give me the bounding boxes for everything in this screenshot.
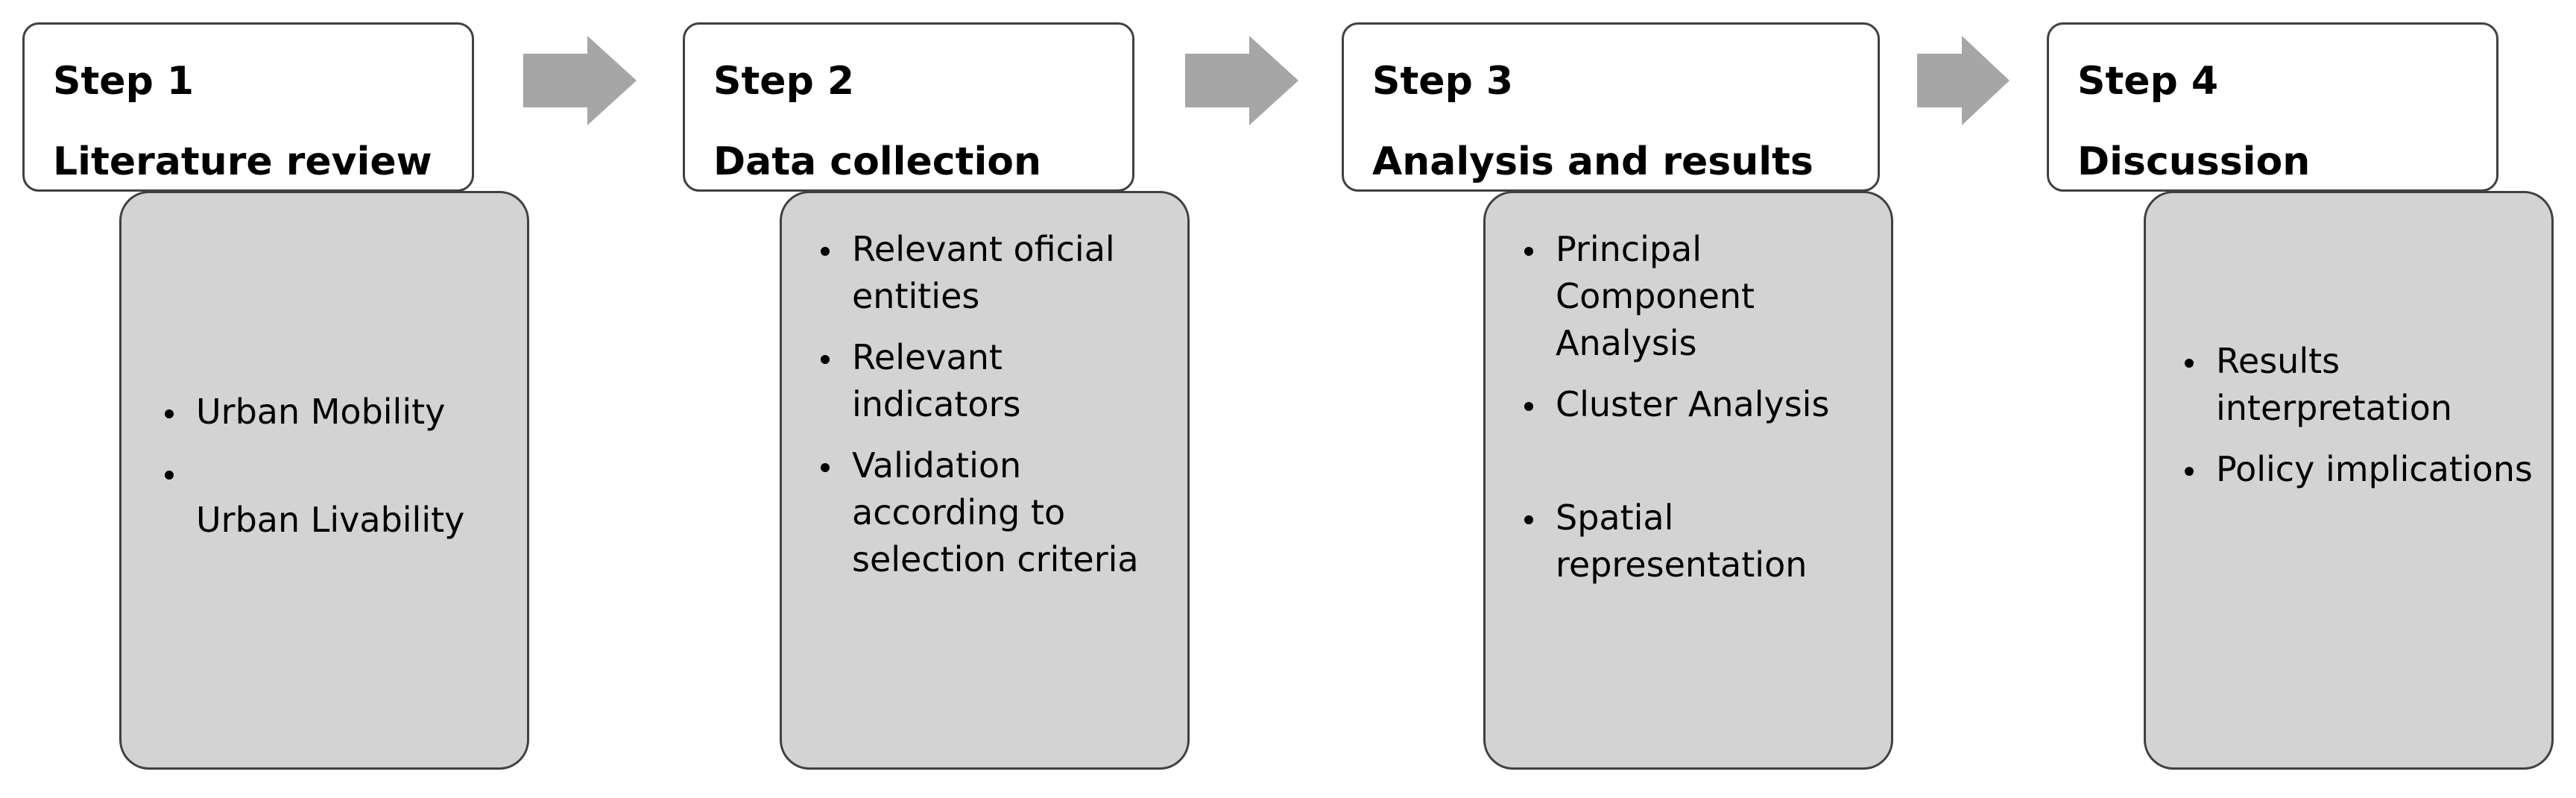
step-3-details: Principal Component Analysis Cluster Ana… bbox=[1483, 191, 1893, 770]
step-4-bullet: Results interpretation bbox=[2185, 338, 2544, 432]
step-2-bullet: Relevant indicators bbox=[821, 334, 1180, 428]
step-3-bullet: Principal Component Analysis bbox=[1524, 226, 1884, 367]
step-2-header: Step 2 Data collection bbox=[683, 22, 1134, 192]
step-4-header: Step 4 Discussion bbox=[2047, 22, 2498, 192]
step-4-number: Step 4 bbox=[2077, 59, 2219, 104]
step-3-header: Step 3 Analysis and results bbox=[1342, 22, 1880, 192]
step-4-details: Results interpretation Policy implicatio… bbox=[2144, 191, 2554, 770]
step-1-header: Step 1 Literature review bbox=[22, 22, 474, 192]
step-4-title: Discussion bbox=[2077, 139, 2311, 184]
step-2-bullet-list: Relevant oficial entities Relevant indic… bbox=[782, 226, 1187, 583]
step-2-details: Relevant oficial entities Relevant indic… bbox=[780, 191, 1190, 770]
step-2-number: Step 2 bbox=[713, 59, 855, 104]
step-2-bullet: Relevant oficial entities bbox=[821, 226, 1180, 320]
step-2-bullet: Validation according to selection criter… bbox=[821, 442, 1180, 583]
step-1-number: Step 1 bbox=[53, 59, 195, 104]
step-1-title: Literature review bbox=[53, 139, 432, 184]
step-3-bullet: Cluster Analysis bbox=[1524, 381, 1884, 428]
step-1-details: Urban Mobility Urban Livability bbox=[119, 191, 529, 770]
arrow-right-icon bbox=[523, 36, 637, 125]
step-2-title: Data collection bbox=[713, 139, 1042, 184]
step-3-number: Step 3 bbox=[1372, 59, 1514, 104]
step-3-bullet: Spatial representation bbox=[1524, 494, 1884, 588]
arrow-right-icon bbox=[1185, 36, 1298, 125]
step-3-bullet-list: Principal Component Analysis Cluster Ana… bbox=[1486, 226, 1891, 588]
step-1-bullet-list: Urban Mobility Urban Livability bbox=[121, 389, 527, 544]
arrow-right-icon bbox=[1917, 36, 2010, 125]
step-1-bullet: Urban Mobility bbox=[165, 389, 520, 436]
step-3-title: Analysis and results bbox=[1372, 139, 1813, 184]
step-4-bullet-list: Results interpretation Policy implicatio… bbox=[2146, 338, 2551, 493]
step-4-bullet: Policy implications bbox=[2185, 446, 2544, 493]
step-1-bullet: Urban Livability bbox=[165, 450, 520, 544]
